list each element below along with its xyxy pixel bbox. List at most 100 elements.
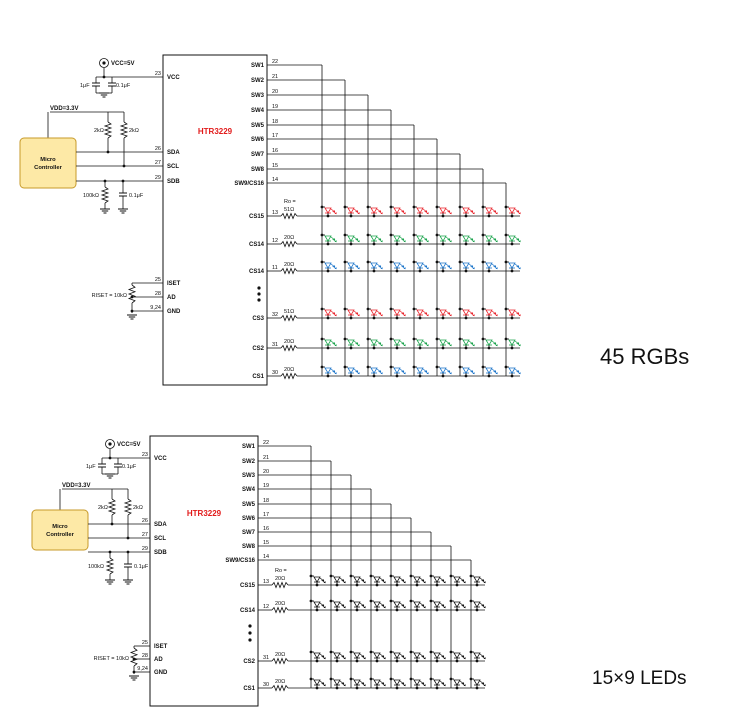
led-triangle [353, 652, 361, 659]
led-arrowhead [403, 581, 406, 583]
led-icon [485, 367, 498, 375]
led-arrowhead [495, 372, 498, 374]
led-icon [413, 652, 426, 660]
led-arrowhead [403, 684, 406, 686]
led-arrowhead [322, 604, 324, 606]
led-arrowhead [422, 655, 424, 657]
led-icon [347, 339, 360, 347]
led-arrowhead [471, 210, 473, 212]
led-triangle [333, 679, 341, 686]
pin-label-scl: SCL [167, 164, 179, 170]
led-arrowhead [443, 606, 446, 608]
cs-pin-label: CS15 [249, 214, 265, 220]
led-arrowhead [379, 342, 381, 344]
junction-dot [455, 659, 459, 663]
led-arrowhead [426, 314, 429, 316]
led-arrowhead [425, 238, 427, 240]
led-triangle [393, 235, 401, 242]
led-arrowhead [422, 604, 424, 606]
junction-dot [326, 269, 330, 273]
ellipsis-dot [248, 624, 252, 628]
led-icon [370, 309, 383, 317]
led-icon [333, 652, 346, 660]
led-icon [370, 235, 383, 243]
junction-dot [435, 608, 439, 612]
led-arrowhead [402, 342, 404, 344]
pin-label-gnd: GND [167, 309, 181, 315]
led-triangle [373, 576, 381, 583]
junction-dot [441, 242, 445, 246]
led-arrowhead [323, 684, 326, 686]
ic-chip-name: HTR3229 [198, 127, 233, 136]
led-arrowhead [379, 210, 381, 212]
led-arrowhead [448, 238, 450, 240]
ic-chip-body [162, 54, 268, 386]
led-icon [485, 262, 498, 270]
micro-controller-label: Controller [34, 165, 62, 171]
led-arrowhead [363, 581, 366, 583]
junction-dot [441, 346, 445, 350]
led-icon [508, 262, 521, 270]
led-arrowhead [382, 604, 384, 606]
led-icon [324, 207, 337, 215]
led-icon [413, 601, 426, 609]
led-arrowhead [402, 682, 404, 684]
led-icon [433, 652, 446, 660]
pin-number: 27 [142, 532, 148, 538]
led-arrowhead [425, 265, 427, 267]
led-arrowhead [483, 581, 486, 583]
led-triangle [416, 367, 424, 374]
pin-number: 16 [263, 526, 269, 532]
led-arrowhead [426, 372, 429, 374]
led-arrowhead [356, 370, 358, 372]
pin-number: 22 [272, 59, 278, 65]
ro-label: Ro = [284, 199, 296, 205]
junction-dot [395, 686, 399, 690]
led-triangle [413, 601, 421, 608]
junction-dot [487, 214, 491, 218]
led-icon [373, 601, 386, 609]
led-arrowhead [403, 212, 406, 214]
junction-dot [415, 608, 419, 612]
resistor-icon [127, 284, 137, 304]
junction-dot [395, 608, 399, 612]
pin-label-gnd: GND [154, 670, 168, 676]
led-triangle [347, 262, 355, 269]
led-icon [508, 309, 521, 317]
led-triangle [462, 309, 470, 316]
led-arrowhead [482, 682, 484, 684]
led-arrowhead [402, 312, 404, 314]
led-triangle [473, 576, 481, 583]
led-icon [439, 309, 452, 317]
junction-dot [455, 583, 459, 587]
led-triangle [333, 652, 341, 659]
junction-dot [326, 242, 330, 246]
resistor-icon [271, 657, 289, 665]
junction-dot [326, 374, 330, 378]
led-arrowhead [518, 372, 521, 374]
led-arrowhead [448, 265, 450, 267]
junction-dot [326, 214, 330, 218]
led-icon [324, 235, 337, 243]
led-triangle [413, 576, 421, 583]
pin-number: 25 [155, 277, 161, 283]
junction-dot [395, 346, 399, 350]
led-icon [508, 367, 521, 375]
led-icon [353, 679, 366, 687]
led-arrowhead [449, 314, 452, 316]
junction-dot [510, 214, 514, 218]
junction-dot [475, 686, 479, 690]
switch-pin-label: SW2 [251, 78, 265, 84]
led-triangle [324, 207, 332, 214]
resistor-icon [105, 557, 115, 575]
led-triangle [473, 601, 481, 608]
switch-pin-label: SW7 [251, 152, 265, 158]
junction-dot [418, 346, 422, 350]
led-arrowhead [517, 265, 519, 267]
pin-number: 16 [272, 148, 278, 154]
led-triangle [324, 339, 332, 346]
led-icon [370, 367, 383, 375]
led-icon [333, 576, 346, 584]
cap-sdb-label: 0.1μF [129, 193, 144, 199]
